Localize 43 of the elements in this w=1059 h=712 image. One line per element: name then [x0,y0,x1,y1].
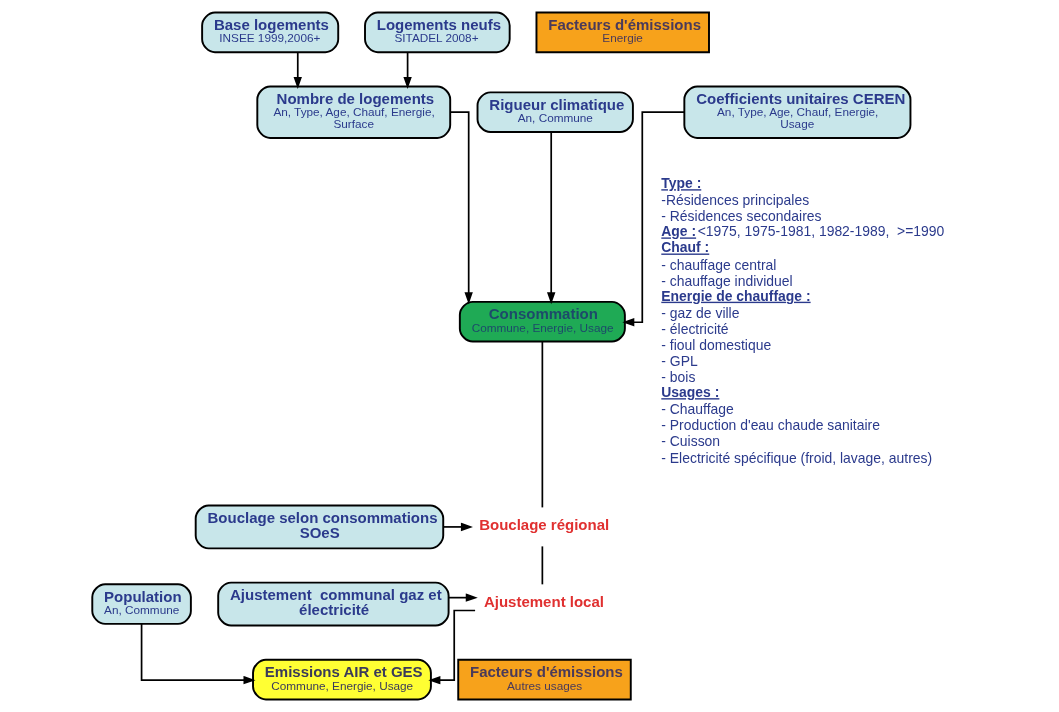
node-box: Facteurs d'émissions Autres usages [457,658,632,701]
arrow [428,609,476,685]
node-box: Ajustement communal gaz et électricité [217,581,450,627]
node-box: Coefficients unitaires CEREN An, Type, Age, Chauf, Energie, Usage [683,85,912,139]
arrow [449,111,473,305]
connector [541,340,544,509]
connector [541,545,544,586]
node-box: Nombre de logements An, Type, Age, Chauf, Energie, Surface [256,85,452,139]
label: Type : [661,175,702,192]
node-box: Population An, Commune [91,583,192,625]
label: Usages : [661,384,720,401]
label: Age : [661,223,697,240]
arrow [293,51,302,89]
arrow [140,623,256,685]
label: - Résidences secondaires [661,208,822,225]
label: - chauffage individuel [661,272,793,289]
label: - électricité [661,320,729,337]
label: - fioul domestique [661,337,772,353]
label: <1975, 1975-1981, 1982-1989, >=1990 [697,223,945,240]
label: -Résidences principales [661,192,810,209]
label: - chauffage central [661,256,777,273]
node-box: Consommation Commune, Energie, Usage [458,300,626,343]
arrow [622,111,686,327]
arrow [442,522,473,532]
node-text: Bouclage régional [479,515,610,533]
node-box: Bouclage selon consommations SOeS [194,504,445,550]
node-box: Logements neufs SITADEL 2008+ [364,11,511,54]
arrow [547,131,556,305]
node-text: Ajustement local [483,592,604,610]
arrow [448,593,478,602]
node-box: Emissions AIR et GES Commune, Energie, Usage [252,658,432,701]
label: - gaz de ville [661,304,740,321]
label: - Cuisson [661,433,721,450]
label: - GPL [661,353,698,370]
label: Chauf : [661,239,710,256]
label: - Chauffage [661,401,734,418]
node-box: Facteurs d'émissions Energie [535,11,710,54]
arrow [403,51,412,89]
node-box: Rigueur climatique An, Commune [476,91,634,133]
node-box: Base logements INSEE 1999,2006+ [201,11,340,54]
label: - bois [661,369,696,386]
label: - Production d'eau chaude sanitaire [661,417,880,434]
label: - Electricité spécifique (froid, lavage, autres) [661,449,933,466]
